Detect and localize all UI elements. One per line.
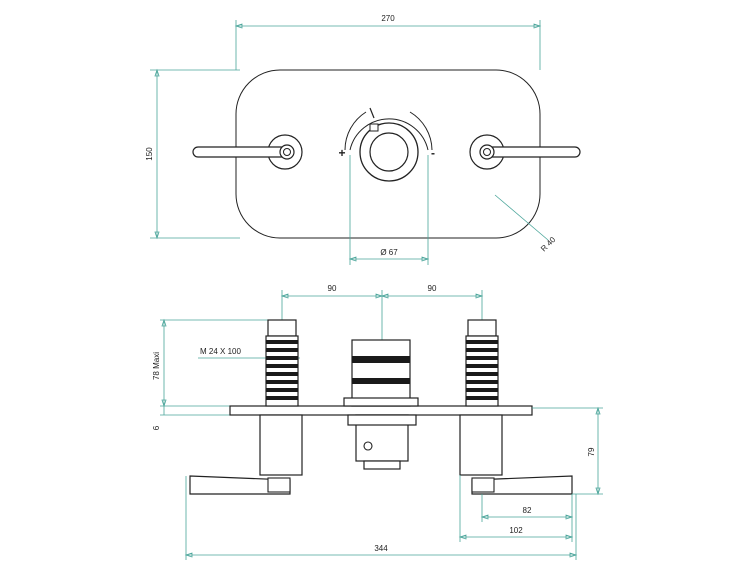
thread-label: M 24 X 100 xyxy=(200,347,241,356)
diameter-dimension-label: Ø 67 xyxy=(380,248,398,257)
lever-82-label: 82 xyxy=(523,506,532,515)
spacing-right-label: 90 xyxy=(428,284,437,293)
left-threaded-spindle xyxy=(265,319,299,407)
side-view: 90 90 78 Maxi 6 M 24 X 100 xyxy=(152,284,603,560)
minus-symbol: - xyxy=(431,146,435,160)
right-handle-side xyxy=(459,414,573,495)
plate-thickness-label: 6 xyxy=(152,425,161,430)
lever-102-label: 102 xyxy=(509,526,523,535)
central-cartridge xyxy=(343,339,419,470)
front-view: 270 150 R 40 xyxy=(145,14,581,265)
spacing-left-label: 90 xyxy=(328,284,337,293)
radius-label: R 40 xyxy=(539,235,558,254)
side-cover-plate xyxy=(229,405,533,416)
right-threaded-spindle xyxy=(465,319,499,407)
thermostat-knob-front: + - xyxy=(338,107,435,182)
right-lever-front xyxy=(469,134,581,170)
overall-width-label: 344 xyxy=(374,544,388,553)
width-dimension-label: 270 xyxy=(381,14,395,23)
left-lever-front xyxy=(192,134,303,170)
max-depth-label: 78 Maxi xyxy=(152,352,161,380)
height-dimension-label: 150 xyxy=(145,147,154,161)
plus-symbol: + xyxy=(338,146,345,160)
left-handle-side xyxy=(189,414,303,495)
projection-label: 79 xyxy=(587,447,596,456)
